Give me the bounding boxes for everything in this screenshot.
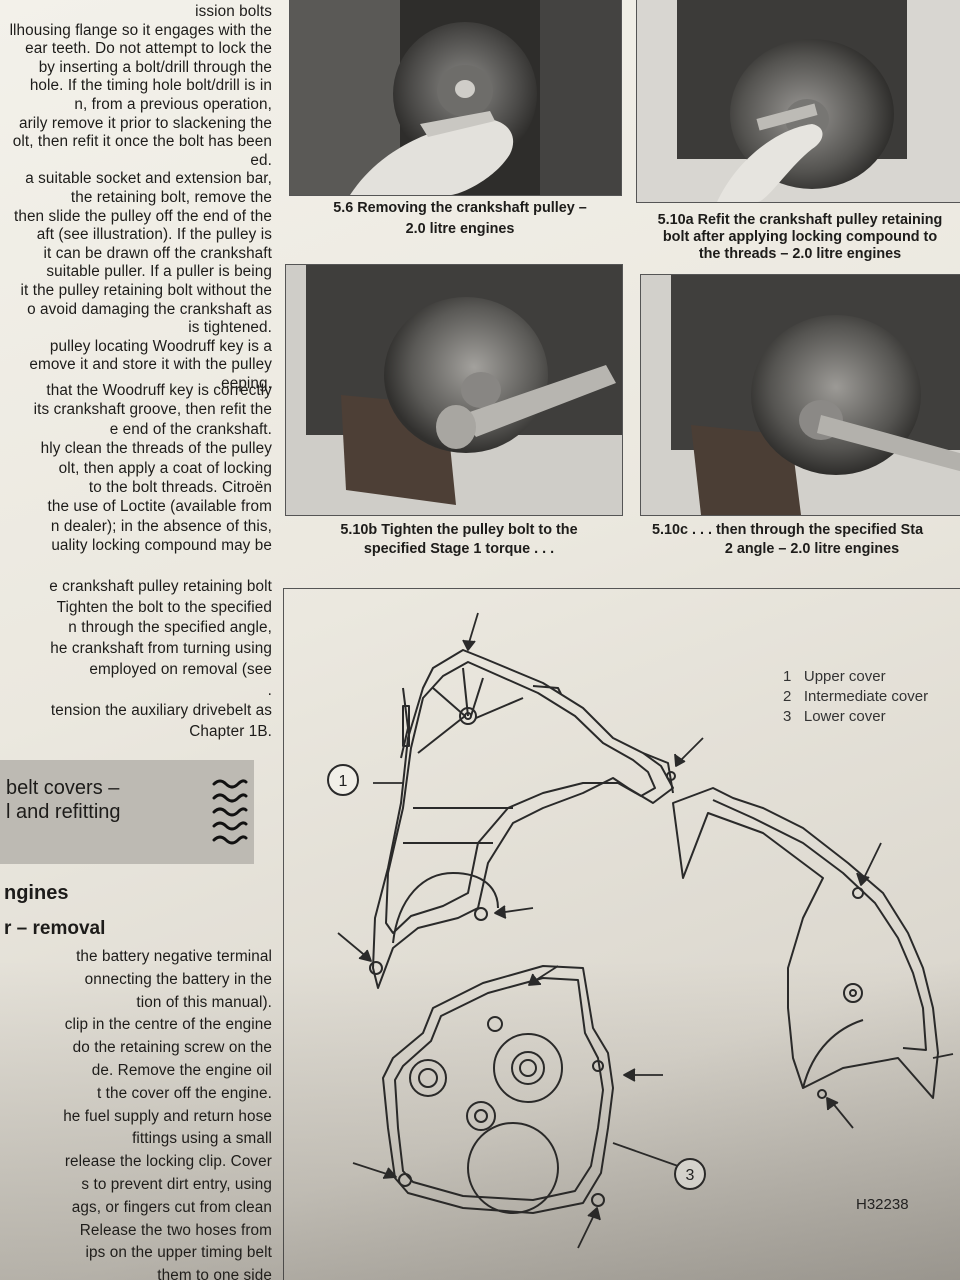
body-text-line: the retaining bolt, remove the [70,189,272,206]
intermediate-cover-drawing [672,787,939,1099]
fastener-arrows [337,612,954,1249]
timing-belt-covers-diagram-frame [283,588,960,1280]
body-text-line: the battery negative terminal [76,948,272,965]
body-text-line: to the bolt threads. Citroën [88,479,272,496]
photo-5-10b [285,264,623,516]
body-text-line: that the Woodruff key is correctly [46,382,272,399]
body-text-line: them to one side [157,1267,272,1280]
body-text-line: Release the two hoses from [79,1221,272,1239]
body-text-line: suitable puller. If a puller is being [46,263,272,281]
body-text-line: its crankshaft groove, then refit the [33,401,272,419]
body-text-line: he crankshaft from turning using [50,640,272,658]
body-text-line: uality locking compound may be [51,537,272,555]
subhead-removal: r – removal [4,918,106,939]
caption-5-10a-line-1: 5.10a Refit the crankshaft pulley retain… [657,212,943,228]
body-text-line: n, from a previous operation, [74,96,272,113]
body-text-line: it can be drawn off the crankshaft [43,244,272,262]
body-text-line: ission bolts [195,3,272,20]
diagram-reference-code: H32238 [856,1196,909,1213]
caption-5-6-line-1: 5.6 Removing the crankshaft pulley – [333,200,587,216]
body-text-line: tension the auxiliary drivebelt as [50,702,272,720]
callout-3-circle [674,1158,706,1190]
legend-label-2: Intermediate cover [803,688,929,705]
body-text-line: clip in the centre of the engine [64,1016,272,1034]
body-text-line: the use of Loctite (available from [47,498,272,516]
body-text-line: s to prevent dirt entry, using [81,1176,272,1193]
body-text-line: e end of the crankshaft. [109,420,272,438]
body-text-line: ear teeth. Do not attempt to lock the [25,40,272,58]
body-text-line: . [267,681,272,699]
lower-cover-drawing [382,965,614,1214]
body-text-line: ips on the upper timing belt [85,1244,272,1262]
legend-num-2: 2 [783,688,792,705]
legend-num-1: 1 [783,668,792,685]
body-text-line: pulley locating Woodruff key is a [49,337,272,355]
body-text-line: he fuel supply and return hose [63,1107,272,1125]
body-text-line: olt, then apply a coat of locking [58,459,272,477]
subhead-engines: ngines [4,882,69,904]
legend-item-2: 2 Intermediate cover [783,688,928,705]
upper-cover-drawing [369,649,676,989]
caption-5-10a-line-3: the threads – 2.0 litre engines [698,246,902,262]
body-text-line: ed. [250,151,272,169]
body-text-line: Chapter 1B. [189,722,272,740]
caption-5-10b-line-2: specified Stage 1 torque . . . [363,541,555,557]
spanner-rating-icon [212,779,248,845]
callout-3-label: 3 [686,1167,695,1184]
body-text-line: fittings using a small [132,1130,272,1148]
body-text-line: Tighten the bolt to the specified [56,598,272,616]
body-text-line: a suitable socket and extension bar, [25,170,272,188]
photo-5-10a [636,0,960,203]
body-text-line: o avoid damaging the crankshaft as [27,300,272,318]
timing-belt-covers-diagram: 1 3 [327,612,954,1249]
body-text-line: n through the specified angle, [68,619,272,637]
body-text-line: emove it and store it with the pulley [29,356,272,374]
body-text-line: arily remove it prior to slackening the [18,114,272,132]
body-text-line: do the retaining screw on the [72,1039,272,1057]
legend-item-1: 1 Upper cover [783,668,886,685]
body-text-line: de. Remove the engine oil [91,1062,272,1079]
caption-5-10c-line-2: 2 angle – 2.0 litre engines [724,541,900,557]
body-text-line: hly clean the threads of the pulley [40,440,272,458]
body-text-line: employed on removal (see [89,660,272,678]
body-text-line: tion of this manual). [136,993,272,1011]
body-text-line: eeping. [221,375,272,392]
body-text-line: olt, then refit it once the bolt has bee… [12,133,272,151]
body-text-line: aft (see illustration). If the pulley is [36,226,272,244]
body-text-line: e crankshaft pulley retaining bolt [49,578,272,595]
callout-1-circle [327,764,359,796]
body-text-line: it the pulley retaining bolt without the [20,282,272,299]
body-text-line: ags, or fingers cut from clean [71,1198,272,1216]
body-text-line: release the locking clip. Cover [64,1153,272,1171]
body-text-line: llhousing flange so it engages with the [9,21,272,39]
caption-5-10b-line-1: 5.10b Tighten the pulley bolt to the [340,522,578,538]
legend-label-1: Upper cover [803,668,886,685]
caption-5-6-line-2: 2.0 litre engines [405,221,515,237]
legend-num-3: 3 [783,708,792,725]
body-text-line: n dealer); in the absence of this, [50,517,272,535]
caption-5-10a-line-2: bolt after applying locking compound to [662,229,938,245]
section-heading-box [0,760,254,864]
body-text-line: hole. If the timing hole bolt/drill is i… [29,77,272,95]
body-text-line: onnecting the battery in the [84,970,272,988]
photo-5-6 [289,0,622,196]
section-title-line-1: belt covers – [6,777,120,799]
photo-5-10c [640,274,960,516]
body-text-line: then slide the pulley off the end of the [13,207,272,225]
section-title-line-2: l and refitting [6,801,121,823]
body-text-line: t the cover off the engine. [96,1084,272,1102]
body-text-line: is tightened. [188,319,272,337]
callout-1-label: 1 [339,773,348,790]
legend-item-3: 3 Lower cover [783,708,886,725]
body-text-line: by inserting a bolt/drill through the [38,58,272,76]
caption-5-10c-line-1: 5.10c . . . then through the specified S… [652,522,924,538]
legend-label-3: Lower cover [803,708,886,725]
